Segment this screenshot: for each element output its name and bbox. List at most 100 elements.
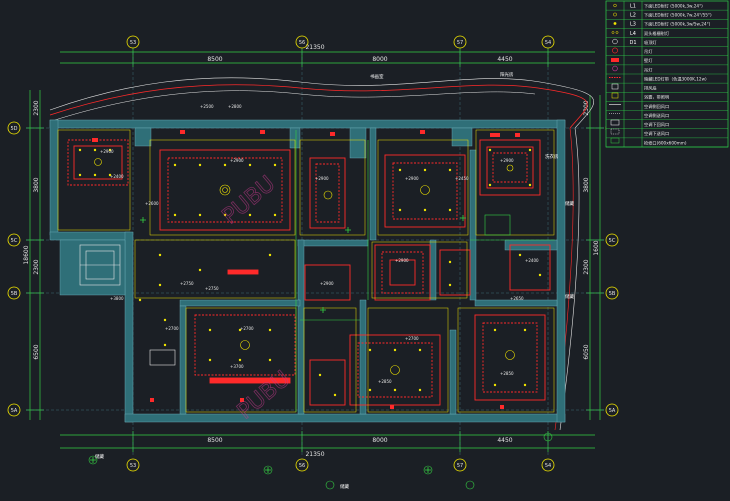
legend-label: 下面LED射灯 (5000k,7w,24°/55°) [644,12,712,19]
double-spotlight-icon [611,31,615,34]
axis-top-4: 54 [545,40,551,46]
legend-label: 空调下回风口 [644,121,669,128]
downlight-icon [613,12,617,17]
legend-label: 吊灯 [644,66,653,73]
dim-right-seg-2: 3800 [583,177,590,192]
axis-right-2: 5C [609,238,616,244]
elevation-label: +2700 [165,326,179,331]
axis-left-1: 5D [10,126,17,132]
ceiling-trays [67,139,551,406]
legend-label: 空调侧送风口 [644,112,669,119]
legend-symbols [609,3,621,144]
dim-right-seg-3: 2300 [583,259,590,274]
axis-bottom-2: 56 [299,463,305,469]
dim-left-seg-4: 6500 [33,344,40,359]
elevation-label: +2700 [240,326,254,331]
axis-right-4: 5A [609,408,616,414]
elevation-label: +2750 [205,286,219,291]
legend-label: 空调下送风口 [644,130,669,137]
axis-left-2: 5C [11,238,18,244]
axis-bottom-4: 54 [545,463,551,469]
legend-label: 排风扇 [644,85,657,92]
dim-left-seg-3: 2300 [33,259,40,274]
legend-code: L4 [630,31,636,37]
elevation-label: +2650 [510,296,524,301]
wall-lamp-icon [611,58,619,62]
double-spotlight-icon [615,31,619,34]
access-panel-icon [610,137,620,144]
downlight-icon [613,3,617,8]
legend-label: 浴霸，带照明 [644,94,669,101]
room-tag: 书画室 [370,73,384,80]
axis-right-3: 5B [609,291,616,297]
dim-left-seg-1: 2300 [33,100,40,115]
green-lines [295,130,555,412]
elevation-label: +2900 [405,176,419,181]
dim-right-mid: 1600 [593,240,600,255]
legend-code: L1 [630,3,636,9]
downlight-icon [613,22,617,25]
stair-block [79,244,176,366]
room-tag: 储藏 [565,200,574,207]
room-tag: 储藏 [95,453,104,460]
dim-top-seg-1: 8500 [207,56,222,63]
dim-bottom-seg-1: 8500 [207,437,222,444]
elevation-label: +2850 [378,379,392,384]
red-fixtures [92,130,520,409]
legend-label: 壁灯 [644,57,653,64]
elevation-label: +2450 [455,176,469,181]
legend-code: L2 [630,13,636,19]
elevation-label: +2900 [500,158,514,163]
elevation-label: +2900 [230,158,244,163]
legend-code: L3 [630,22,636,28]
axis-left-3: 5B [11,291,18,297]
axis-top-3: 57 [457,40,463,46]
axis-bottom-3: 57 [457,463,463,469]
elevation-label: +2900 [320,281,334,286]
room-tag: 洗衣房 [545,153,559,160]
elevation-label: +2900 [315,176,329,181]
legend-label: 空调侧回风口 [644,103,669,110]
ceiling-edges [57,129,555,413]
elevation-label: +2850 [500,371,514,376]
elevation-label: +3800 [110,296,124,301]
axis-bottom-1: 53 [130,463,136,469]
dim-right-seg-4: 6050 [583,344,590,359]
dim-top-seg-3: 4450 [497,56,512,63]
axis-top-2: 56 [299,40,305,46]
legend-label: 检修口(600x600mm) [644,139,687,146]
dim-top-total: 21350 [305,44,324,51]
pendant-icon [612,65,618,72]
room-tags: 书画室 阳光房 洗衣房 储藏 储藏 储藏 储藏 [95,71,574,490]
elevation-labels: +2500 +2800 +2900 +2900 +2900 +2900 +290… [100,104,539,384]
legend-label: 吸顶灯 [644,39,657,46]
legend-label: 暗藏LED灯带（色温3000K,12w） [644,75,709,82]
elevation-label: +2400 [525,258,539,263]
downlights [78,148,542,397]
dim-bottom-total: 21350 [305,451,324,458]
elevation-label: +2900 [395,258,409,263]
walls [49,119,566,423]
axis-top-1: 53 [130,40,136,46]
elevation-label: +2600 [145,201,159,206]
dim-bottom-seg-3: 4450 [497,437,512,444]
elevation-label: +2800 [228,104,242,109]
elevation-label: +2750 [180,281,194,286]
pendant-icon [612,47,618,54]
legend-code: D1 [629,40,636,46]
pendant-lights [94,158,515,375]
dim-left-seg-2: 3800 [33,177,40,192]
room-tag: 储藏 [340,483,349,490]
bath-heater-icon [611,92,619,99]
legend-label: 双头格栅射灯 [644,30,670,37]
cross-symbols [90,215,466,473]
down-supply-vent-icon [610,128,620,135]
legend-label: 下面LED射灯 (5000k,3w/5w,24°) [644,21,711,28]
annotation-markers [88,432,553,490]
dim-left-total: 18600 [23,245,30,264]
axis-left-4: 5A [11,408,18,414]
ceiling-lamp-icon [612,38,618,45]
